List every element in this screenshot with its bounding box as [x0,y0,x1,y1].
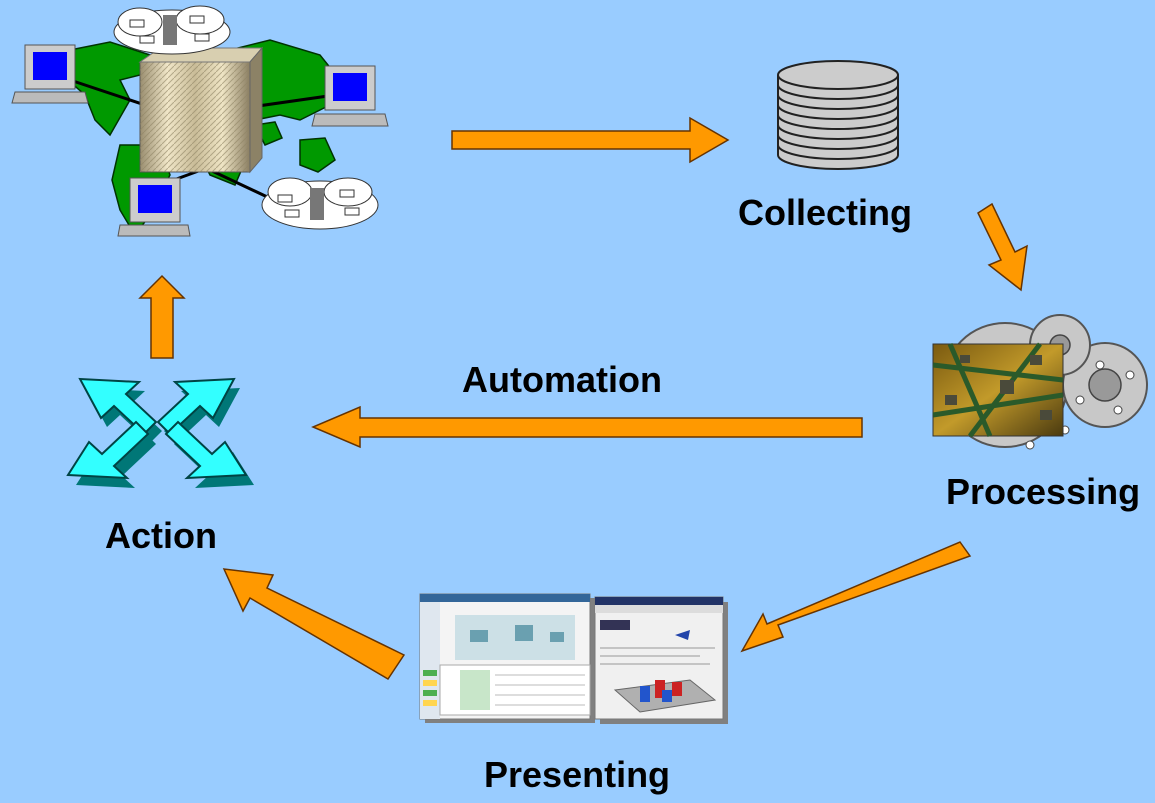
flow-arrow-processing-to-presenting [740,541,972,653]
computer-icon [311,65,389,127]
flow-arrow-presenting-to-action [222,568,406,681]
flow-arrow-collecting-to-processing [977,202,1028,292]
network-cloud-icon [113,5,231,55]
converging-arrows-icon [66,377,254,488]
computer-icon [117,177,191,237]
flow-arrow-action-to-network [138,274,186,359]
flow-arrow-network-to-collecting [451,116,730,164]
server-tower-icon [138,46,264,174]
flow-arrow-automation [311,405,863,449]
world-network-icon [11,5,389,237]
processing-label: Processing [946,471,1141,512]
software-screenshots-icon [419,593,728,724]
network-cloud-icon [261,177,379,230]
gears-circuit-board-icon [932,314,1148,450]
computer-icon [11,44,89,104]
database-disk-stack-icon [777,60,899,170]
automation-label: Automation [462,359,662,400]
presenting-label: Presenting [484,754,671,795]
action-label: Action [105,515,217,556]
collecting-label: Collecting [738,192,913,233]
